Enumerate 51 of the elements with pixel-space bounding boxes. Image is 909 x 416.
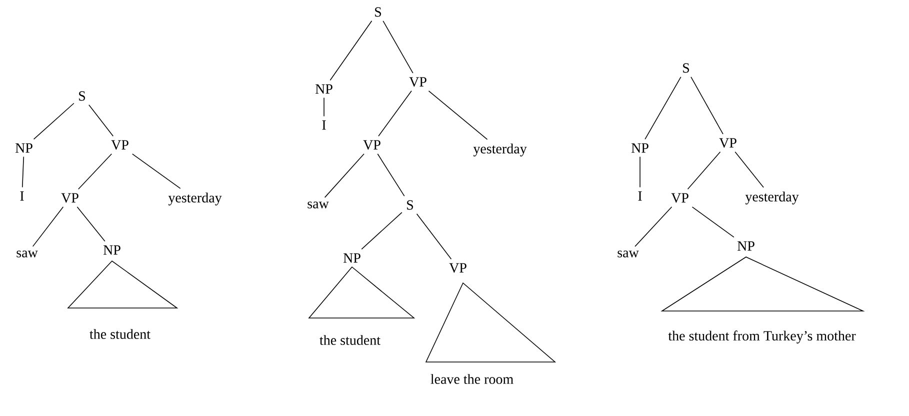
node-label: the student bbox=[320, 335, 380, 345]
tree-label: I bbox=[322, 120, 326, 130]
tree-label: saw bbox=[16, 250, 38, 258]
tree-label: I bbox=[20, 191, 24, 201]
branch-line bbox=[76, 206, 106, 242]
tree-label: VP bbox=[61, 193, 78, 203]
node-label: leave the room bbox=[430, 374, 514, 384]
branch-line bbox=[428, 90, 488, 140]
tree-label: NP bbox=[315, 84, 332, 94]
branch-line bbox=[330, 20, 372, 81]
tree-label: saw bbox=[618, 250, 639, 258]
tree-label: VP bbox=[409, 77, 426, 87]
tree-label: VP bbox=[719, 138, 736, 148]
branch-line bbox=[132, 153, 181, 189]
branch-line bbox=[22, 156, 24, 188]
branch-line bbox=[416, 214, 452, 260]
tree-label: S bbox=[375, 7, 382, 17]
branch-line bbox=[33, 102, 74, 140]
tree-label: NP bbox=[15, 143, 32, 153]
node-label: the student from Turkey’s mother bbox=[668, 330, 856, 344]
tree-label: VP bbox=[449, 263, 466, 273]
branch-line bbox=[78, 153, 112, 190]
node-label: the student bbox=[90, 329, 150, 339]
branch-line bbox=[88, 104, 114, 137]
tree-label: yesterday bbox=[168, 192, 222, 206]
tree-label: S bbox=[683, 63, 690, 73]
tree-label: yesterday bbox=[745, 192, 799, 204]
tree-label: NP bbox=[737, 241, 754, 251]
tree-label: NP bbox=[103, 245, 120, 255]
branch-line bbox=[734, 151, 764, 188]
tree-label: VP bbox=[363, 140, 380, 150]
tree-label: VP bbox=[671, 193, 688, 203]
branch-line bbox=[378, 90, 412, 137]
tree-label: S bbox=[407, 200, 414, 210]
branch-line bbox=[382, 20, 414, 74]
branch-line bbox=[32, 206, 64, 247]
branch-line bbox=[634, 206, 672, 247]
branch-line bbox=[692, 206, 734, 238]
branch-line bbox=[377, 153, 405, 196]
tree-label: saw bbox=[308, 202, 329, 208]
branch-line bbox=[687, 151, 721, 190]
tree-label: VP bbox=[111, 140, 128, 150]
branch-line bbox=[690, 76, 724, 135]
tree-label: S bbox=[79, 91, 86, 101]
branch-line bbox=[324, 153, 364, 198]
branch-line bbox=[361, 212, 402, 250]
branch-line bbox=[644, 76, 682, 140]
tree-label: yesterday bbox=[473, 144, 527, 156]
tree-label: NP bbox=[343, 253, 360, 263]
tree-label: NP bbox=[631, 143, 648, 153]
tree-label: I bbox=[638, 191, 642, 201]
